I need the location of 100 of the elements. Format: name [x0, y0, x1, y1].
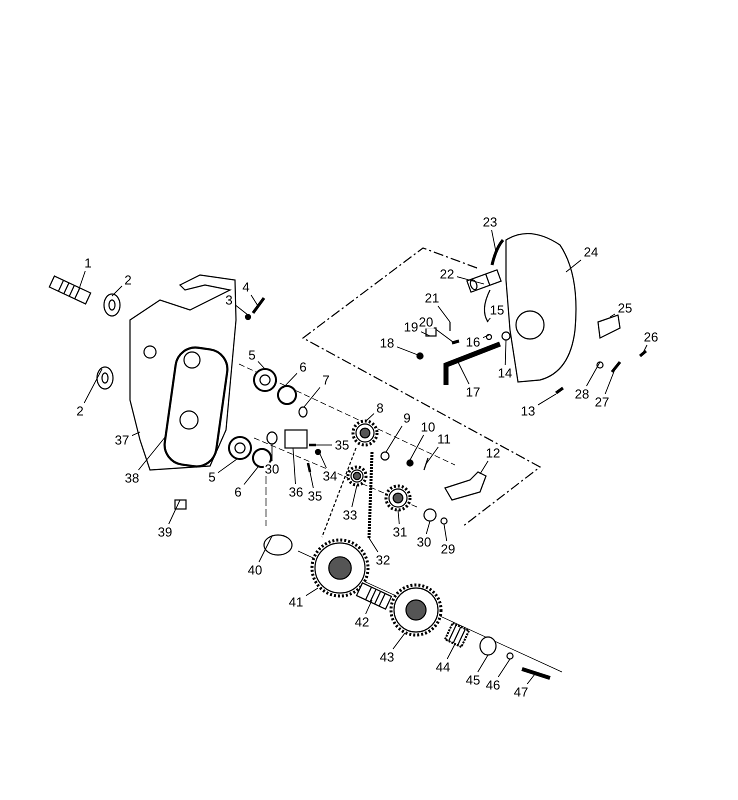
leader-line	[538, 394, 556, 406]
pin-drawing	[306, 462, 312, 472]
callout-number: 20	[418, 316, 434, 328]
callout-number: 5	[207, 470, 217, 484]
washer-drawing	[486, 334, 492, 340]
callout-number: 35	[334, 438, 350, 452]
callout-number: 40	[246, 564, 264, 576]
callout-number: 27	[594, 396, 610, 408]
screw-drawing	[639, 350, 647, 358]
washer-drawing	[263, 534, 293, 556]
callout-number: 19	[402, 320, 419, 334]
leader-line	[438, 306, 450, 322]
callout-number: 2	[123, 274, 133, 286]
leader-line	[504, 340, 506, 366]
callout-number: 18	[378, 336, 396, 350]
nut-drawing	[244, 314, 252, 320]
bolt-drawing	[521, 667, 551, 680]
collar-drawing	[479, 636, 497, 656]
callout-number: 46	[484, 678, 502, 692]
leader-line	[486, 318, 491, 322]
callout-number: 10	[420, 420, 436, 434]
callout-number: 5	[247, 348, 257, 362]
callout-number: 7	[321, 374, 331, 386]
plate-drawing	[597, 314, 621, 339]
washer-drawing	[423, 508, 437, 522]
leader-line	[477, 654, 488, 672]
leader-line	[604, 368, 616, 394]
washer-drawing	[501, 331, 511, 341]
leader-line	[258, 536, 272, 562]
callout-number: 30	[416, 536, 432, 548]
callout-number: 44	[434, 660, 452, 674]
leader-line	[316, 444, 332, 446]
leader-line	[456, 276, 484, 284]
leader-line	[250, 294, 258, 306]
gear-drawing	[310, 538, 370, 598]
leader-line	[426, 446, 439, 464]
plug-drawing	[174, 499, 187, 510]
callout-number: 4	[241, 280, 251, 294]
callout-number: 47	[512, 686, 530, 698]
leader-line	[84, 368, 102, 404]
callout-number: 1	[83, 256, 93, 270]
leader-line	[444, 524, 448, 542]
callout-number: 26	[642, 330, 660, 344]
leader-line	[218, 458, 238, 474]
washer-drawing	[298, 406, 308, 418]
callout-number: 25	[616, 302, 634, 314]
washer-drawing	[103, 293, 121, 317]
leader-line	[138, 436, 166, 470]
pin-drawing	[309, 444, 316, 446]
callout-number: 41	[288, 596, 304, 608]
hub-drawing	[284, 429, 308, 449]
callout-number: 11	[436, 432, 452, 446]
leader-line	[420, 331, 430, 336]
callout-number: 45	[464, 674, 482, 686]
washer-drawing	[96, 366, 114, 390]
seal-drawing	[490, 239, 504, 266]
nut-drawing	[416, 352, 424, 360]
leader-line	[491, 230, 496, 252]
leader-line	[410, 434, 424, 460]
callout-number: 30	[264, 462, 280, 476]
leader-line	[304, 386, 320, 408]
leader-line	[426, 520, 430, 534]
leader-line	[292, 448, 296, 484]
shift-fork-drawing	[484, 290, 491, 322]
callout-number: 36	[288, 486, 304, 498]
leader-line	[498, 658, 510, 678]
leader-line	[244, 466, 258, 485]
leader-line	[398, 510, 400, 524]
bearing-drawing	[228, 436, 252, 460]
callout-number: 32	[374, 554, 392, 566]
callout-number: 16	[464, 336, 482, 348]
callout-number: 17	[464, 386, 482, 398]
bolt-drawing	[252, 297, 266, 314]
bolt-drawing	[610, 361, 622, 373]
callout-number: 21	[424, 292, 440, 304]
callout-number: 13	[520, 404, 536, 418]
washer-drawing	[266, 431, 278, 445]
leader-line	[610, 314, 616, 318]
leader-line	[386, 426, 402, 452]
callout-number: 28	[574, 388, 590, 400]
callout-number: 42	[354, 616, 370, 628]
leader-line	[112, 286, 122, 296]
pin-drawing	[452, 340, 460, 344]
callout-number: 24	[582, 246, 600, 258]
gear-drawing	[346, 466, 368, 486]
leader-line	[446, 644, 456, 660]
leader-line	[566, 260, 582, 272]
callout-number: 35	[306, 490, 324, 502]
shift-fork-drawing	[466, 269, 502, 293]
leader-line	[642, 344, 648, 354]
callout-number: 9	[402, 412, 412, 424]
callout-number: 43	[378, 650, 396, 664]
leader-line	[132, 432, 140, 436]
callout-number: 14	[496, 366, 514, 380]
washer-drawing	[596, 361, 604, 369]
leader-line	[320, 454, 327, 468]
washer-drawing	[380, 451, 390, 461]
leader-line	[482, 334, 490, 338]
leader-line	[234, 304, 248, 316]
o-ring-drawing	[277, 385, 297, 405]
